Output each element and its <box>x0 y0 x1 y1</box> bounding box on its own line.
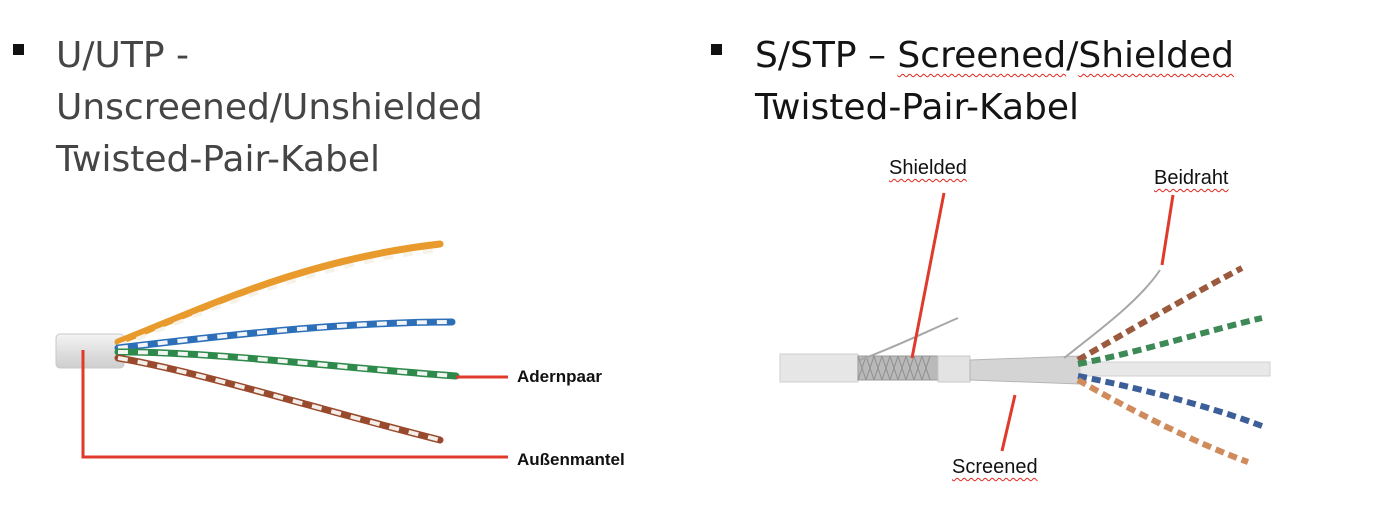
callout-screened: Screened <box>952 456 1038 478</box>
sstp-heading-screened: Screened <box>897 35 1067 76</box>
utp-heading: U/UTP - Unscreened/Unshielded Twisted-Pa… <box>56 30 483 186</box>
sstp-heading: S/STP – Screened/Shielded Twisted-Pair-K… <box>755 30 1234 134</box>
sstp-heading-sep: / <box>1066 35 1079 76</box>
callout-adernpaar: Adernpaar <box>517 367 603 386</box>
callout-beidraht: Beidraht <box>1154 167 1229 189</box>
sstp-heading-line-1: S/STP – Screened/Shielded <box>755 30 1234 82</box>
sstp-heading-shielded: Shielded <box>1078 35 1235 76</box>
sstp-heading-line-2: Twisted-Pair-Kabel <box>755 87 1080 128</box>
bullet-left <box>13 44 24 55</box>
sstp-heading-prefix: S/STP – <box>755 35 898 76</box>
bullet-right <box>711 44 722 55</box>
callout-shielded: Shielded <box>889 157 967 179</box>
utp-heading-line-1: U/UTP - <box>56 35 189 76</box>
utp-heading-line-3: Twisted-Pair-Kabel <box>56 139 381 180</box>
callout-aussenmantel: Außenmantel <box>517 450 625 469</box>
utp-heading-line-2: Unscreened/Unshielded <box>56 87 483 128</box>
